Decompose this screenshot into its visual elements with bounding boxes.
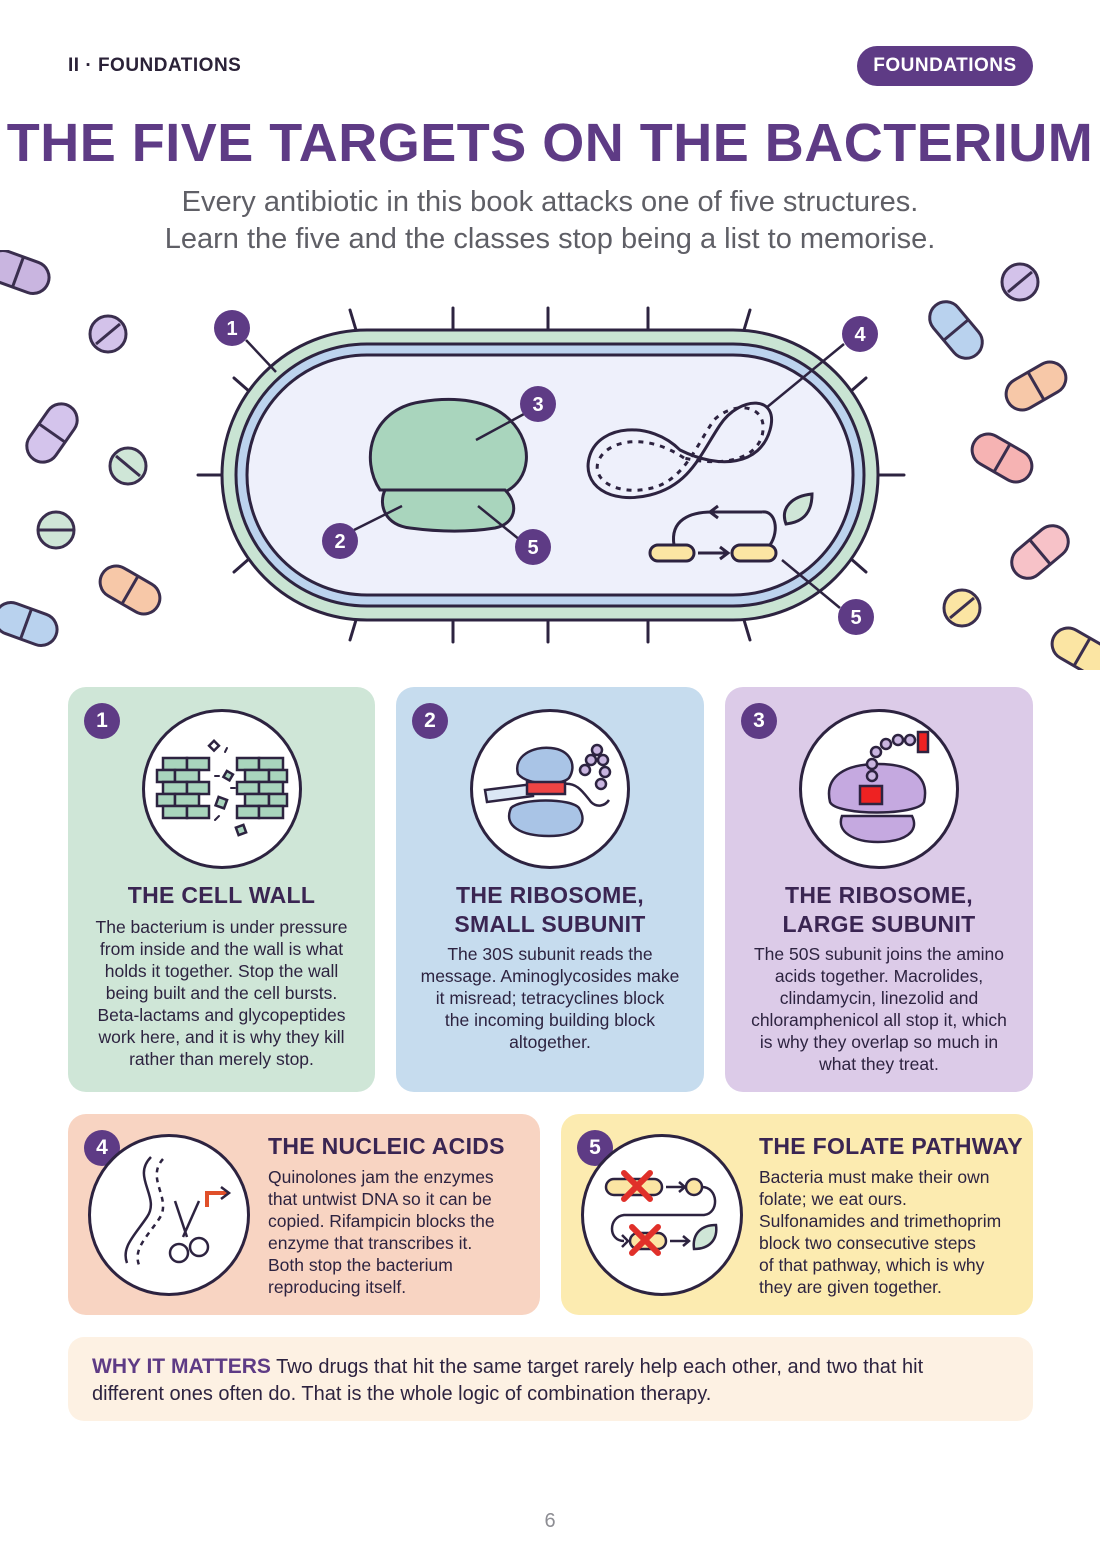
card-text: Quinolones jam the enzymes that untwist … <box>268 1166 528 1298</box>
diagram-marker: 3 <box>520 386 556 422</box>
dna-loop-shape <box>586 401 774 500</box>
card-number: 3 <box>741 703 777 739</box>
card-nucleic-acids: 4 THE NUCLEIC ACIDS Quinolones jam the e… <box>68 1114 540 1315</box>
card-title: THE CELL WALL <box>127 882 316 908</box>
diagram-marker-label: 5 <box>850 607 861 629</box>
card-text-line: that untwist DNA so it can be <box>268 1189 492 1209</box>
card-text-line: enzyme that transcribes it. <box>268 1233 473 1253</box>
bacterium-diagram: 1 3 2 5 4 5 <box>0 250 1100 670</box>
card-text-line: the incoming building block <box>444 1010 656 1030</box>
why-it-matters-box: WHY IT MATTERS Two drugs that hit the sa… <box>68 1337 1033 1421</box>
card-text-line: holds it together. Stop the wall <box>104 961 339 981</box>
card-cell-wall: 1 THE CELL <box>68 687 375 1092</box>
card-text-line: clindamycin, linezolid and <box>779 988 979 1008</box>
card-text-line: they are given together. <box>759 1277 942 1297</box>
card-title-line: THE RIBOSOME, <box>456 882 644 908</box>
card-text-line: acids together. Macrolides, <box>774 966 984 986</box>
card-text-line: altogether. <box>509 1032 591 1052</box>
decorative-pills <box>0 250 1100 670</box>
diagram-marker: 4 <box>842 316 878 352</box>
card-text-line: of that pathway, which is why <box>759 1255 985 1275</box>
why-heading: WHY IT MATTERS <box>92 1355 271 1378</box>
blocked-pathway-icon <box>581 1134 743 1296</box>
card-text-line: is why they overlap so much in <box>759 1032 999 1052</box>
card-text-line: reproducing itself. <box>268 1277 407 1297</box>
dna-scissors-icon <box>88 1134 250 1296</box>
card-title-line: SMALL SUBUNIT <box>454 911 646 937</box>
diagram-marker: 5 <box>838 599 874 635</box>
card-text-line: The 50S subunit joins the amino <box>753 944 1005 964</box>
card-text: The bacterium is under pressure from ins… <box>68 916 375 1070</box>
why-line-1: WHY IT MATTERS Two drugs that hit the sa… <box>92 1353 1009 1381</box>
surface-spikes <box>196 306 906 644</box>
diagram-marker: 5 <box>515 529 551 565</box>
diagram-marker-label: 5 <box>527 537 538 559</box>
card-ribosome-small: 2 THE RIBOSOME, SMALL SUBUNIT The 30S su… <box>396 687 704 1092</box>
card-number: 1 <box>84 703 120 739</box>
card-text: The 50S subunit joins the amino acids to… <box>725 943 1033 1075</box>
card-number: 2 <box>412 703 448 739</box>
why-text-1: Two drugs that hit the same target rarel… <box>276 1356 924 1378</box>
card-text-line: from inside and the wall is what <box>99 939 344 959</box>
card-text: The 30S subunit reads the message. Amino… <box>396 943 704 1053</box>
card-title: THE NUCLEIC ACIDS <box>268 1133 505 1159</box>
card-text-line: message. Aminoglycosides make <box>420 966 680 986</box>
card-text-line: The 30S subunit reads the <box>447 944 653 964</box>
leader-lines <box>245 339 845 609</box>
diagram-marker-label: 2 <box>334 531 345 553</box>
diagram-marker-label: 1 <box>226 318 237 340</box>
page-number: 6 <box>544 1510 556 1532</box>
card-text-line: Quinolones jam the enzymes <box>268 1167 494 1187</box>
card-title: THE RIBOSOME, LARGE SUBUNIT <box>725 881 1033 939</box>
brick-wall-icon <box>142 709 302 869</box>
card-text-line: chloramphenicol all stop it, which <box>751 1010 1007 1030</box>
diagram-marker-label: 3 <box>532 394 543 416</box>
diagram-marker: 1 <box>214 310 250 346</box>
subtitle-line-1: Every antibiotic in this book attacks on… <box>181 186 919 218</box>
card-ribosome-large: 3 THE RIBOSOME, LARGE SUBUNIT The 50S su… <box>725 687 1033 1092</box>
card-text-line: Beta-lactams and glycopeptides <box>97 1005 346 1025</box>
card-text-line: work here, and it is why they kill <box>98 1027 345 1047</box>
card-text-line: being built and the cell bursts. <box>105 983 338 1003</box>
diagram-markers: 1 3 2 5 4 5 <box>214 310 878 635</box>
diagram-marker: 2 <box>322 523 358 559</box>
card-text-line: block two consecutive steps <box>759 1233 976 1253</box>
card-text: Bacteria must make their own folate; we … <box>759 1166 1029 1298</box>
card-text-line: Sulfonamides and trimethoprim <box>759 1211 1002 1231</box>
section-tag: FOUNDATIONS <box>857 46 1033 86</box>
card-text-line: folate; we eat ours. <box>759 1189 907 1209</box>
folate-pathway-shape <box>648 492 814 563</box>
card-title: THE FOLATE PATHWAY <box>759 1133 1023 1159</box>
page-title: THE FIVE TARGETS ON THE BACTERIUM <box>6 113 1094 173</box>
section-label: II · FOUNDATIONS <box>68 55 242 76</box>
card-text-line: copied. Rifampicin blocks the <box>268 1211 495 1231</box>
subtitle-line-2: Learn the five and the classes stop bein… <box>164 223 936 255</box>
ribosome-small-icon <box>470 709 630 869</box>
diagram-marker-label: 4 <box>854 324 866 346</box>
ribosome-large-icon <box>799 709 959 869</box>
card-title-line: LARGE SUBUNIT <box>782 911 976 937</box>
card-text-line: what they treat. <box>819 1054 939 1074</box>
why-text-2: different ones often do. That is the who… <box>92 1383 712 1405</box>
card-title-line: THE RIBOSOME, <box>785 882 973 908</box>
card-folate-pathway: 5 THE FOLATE PATHWAY Bacteria must make … <box>561 1114 1033 1315</box>
card-text-line: Both stop the bacterium <box>268 1255 453 1275</box>
card-text-line: rather than merely stop. <box>129 1049 314 1069</box>
card-text-line: Bacteria must make their own <box>759 1167 990 1187</box>
card-text-line: The bacterium is under pressure <box>95 917 348 937</box>
card-text-line: it misread; tetracyclines block <box>435 988 665 1008</box>
card-title: THE RIBOSOME, SMALL SUBUNIT <box>396 881 704 939</box>
ribosome-shape <box>368 397 528 533</box>
